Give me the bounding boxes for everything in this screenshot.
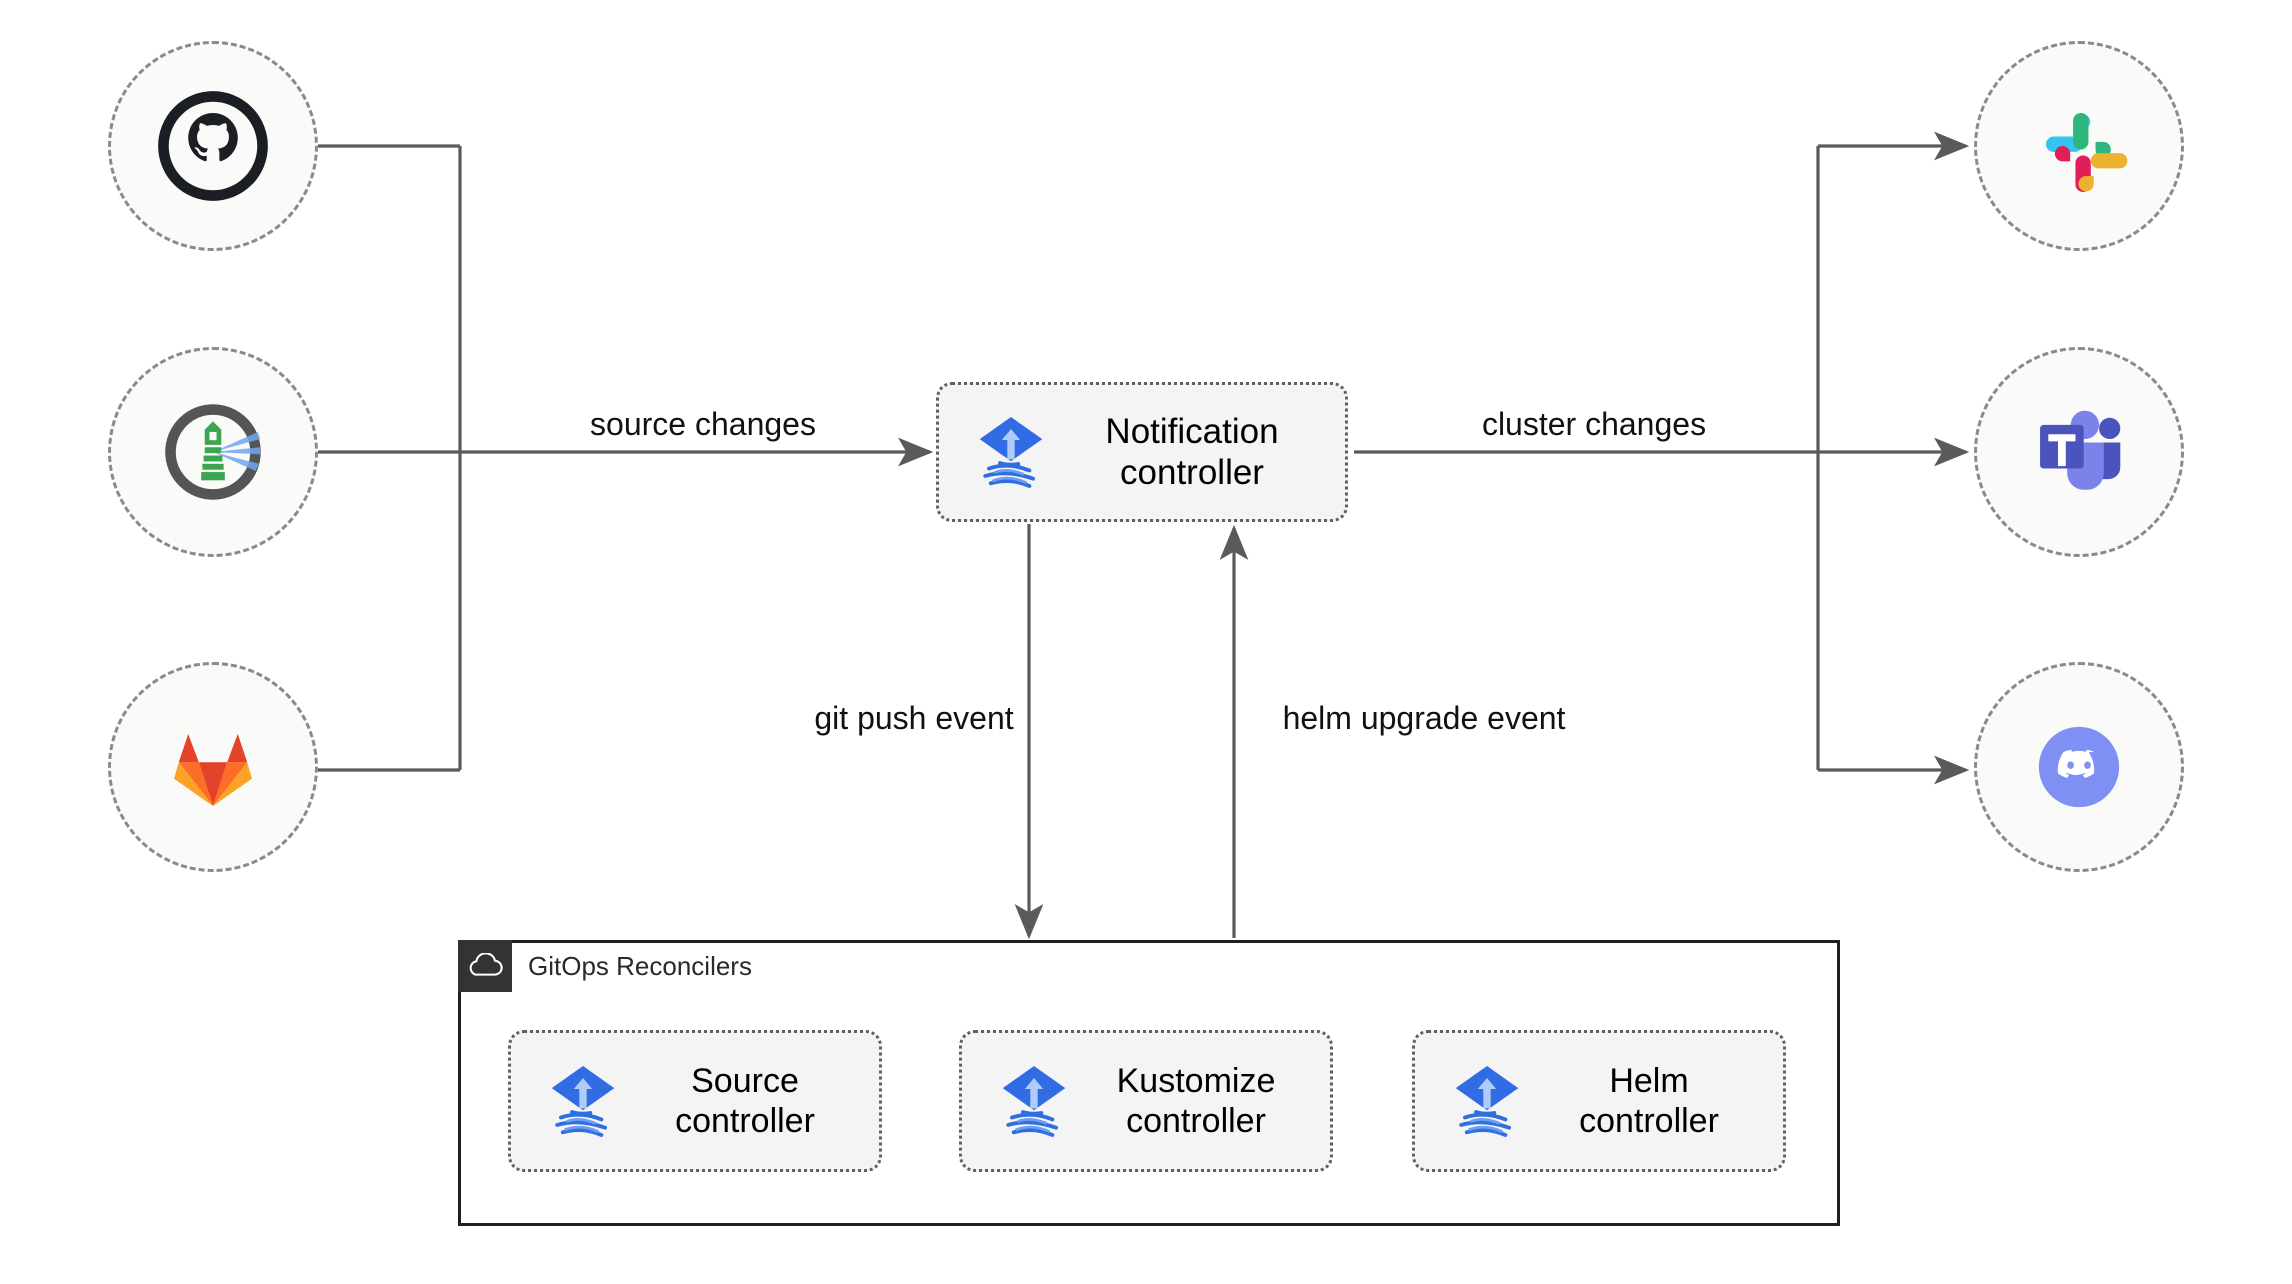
- gitops-reconcilers-header: GitOps Reconcilers: [458, 940, 752, 992]
- edge-label-cluster-changes: cluster changes: [1481, 406, 1707, 442]
- flux-controller-icon: [1455, 1066, 1519, 1137]
- flux-controller-icon: [551, 1066, 615, 1137]
- destination-endpoint-discord[interactable]: [1974, 662, 2184, 872]
- node-label: Notification controller: [1105, 411, 1279, 492]
- container-title: GitOps Reconcilers: [528, 950, 752, 981]
- node-kustomize-controller[interactable]: Kustomize controller: [959, 1030, 1333, 1172]
- cloud-icon-box: [458, 940, 512, 992]
- destination-endpoint-teams[interactable]: [1974, 347, 2184, 557]
- flux-controller-icon: [1002, 1066, 1066, 1137]
- destination-endpoint-slack[interactable]: [1974, 41, 2184, 251]
- source-endpoint-flux[interactable]: [108, 347, 318, 557]
- discord-icon: [2038, 726, 2120, 808]
- node-notification-controller[interactable]: Notification controller: [936, 382, 1348, 522]
- node-label: Kustomize controller: [1116, 1061, 1276, 1140]
- node-helm-controller[interactable]: Helm controller: [1412, 1030, 1786, 1172]
- edge-label-source-changes: source changes: [590, 406, 816, 442]
- node-label: Source controller: [675, 1061, 815, 1140]
- flux-lighthouse-icon: [165, 404, 261, 500]
- github-icon: [158, 91, 268, 201]
- microsoft-teams-icon: [2040, 410, 2121, 490]
- flux-controller-icon: [979, 417, 1043, 488]
- source-endpoint-github[interactable]: [108, 41, 318, 251]
- source-endpoint-gitlab[interactable]: [108, 662, 318, 872]
- edge-label-git-push-event: git push event: [814, 700, 1014, 736]
- edge-label-helm-upgrade-event: helm upgrade event: [1282, 700, 1566, 736]
- node-source-controller[interactable]: Source controller: [508, 1030, 882, 1172]
- slack-icon: [2045, 112, 2128, 193]
- gitlab-icon: [174, 733, 252, 806]
- node-label: Helm controller: [1579, 1061, 1719, 1140]
- cloud-icon: [469, 953, 503, 976]
